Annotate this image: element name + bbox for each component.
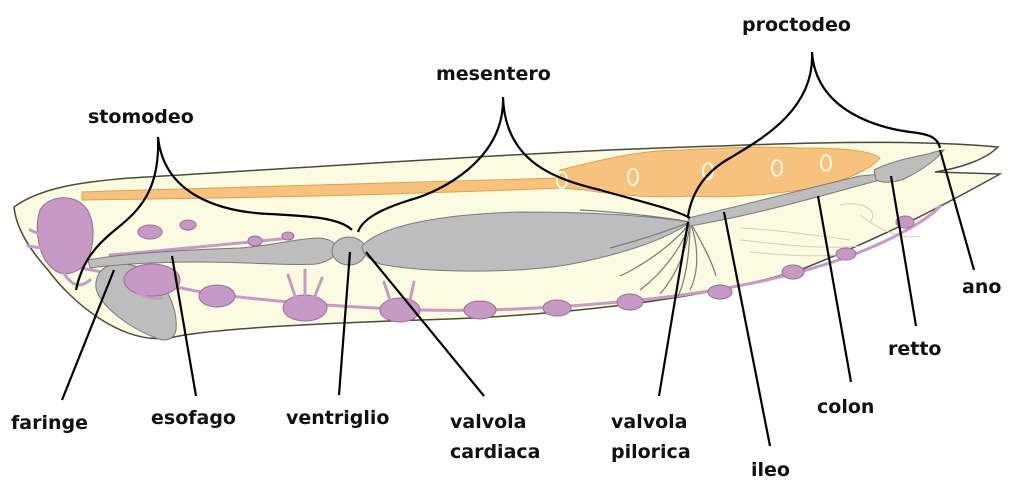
ganglion [464,301,496,319]
ganglion [543,300,571,316]
ganglion-upper [282,232,294,240]
label-proctodeo: proctodeo [742,14,851,36]
label-valvola-cardiaca-line1: valvola [450,411,527,433]
ganglion-upper [248,236,262,246]
label-ileo: ileo [751,459,790,481]
label-ano: ano [962,276,1001,298]
ganglion-upper [138,225,162,239]
ganglion [708,285,732,299]
ganglion-upper [180,220,196,230]
label-colon: colon [817,396,874,418]
label-faringe: faringe [11,412,88,434]
label-valvola-pilorica-line2: pilorica [611,441,691,463]
salivary-gland [124,264,180,296]
ganglion [283,295,327,321]
ganglion [782,265,804,279]
ganglion [836,248,856,260]
label-stomodeo: stomodeo [88,106,194,128]
label-ventriglio: ventriglio [286,407,389,429]
label-valvola-pilorica-line1: valvola [611,411,688,433]
label-retto: retto [888,338,941,360]
label-esofago: esofago [151,407,236,429]
ganglion [617,294,643,310]
ganglion [199,285,235,307]
label-valvola-cardiaca-line2: cardiaca [450,441,540,463]
label-mesentero: mesentero [436,63,551,85]
